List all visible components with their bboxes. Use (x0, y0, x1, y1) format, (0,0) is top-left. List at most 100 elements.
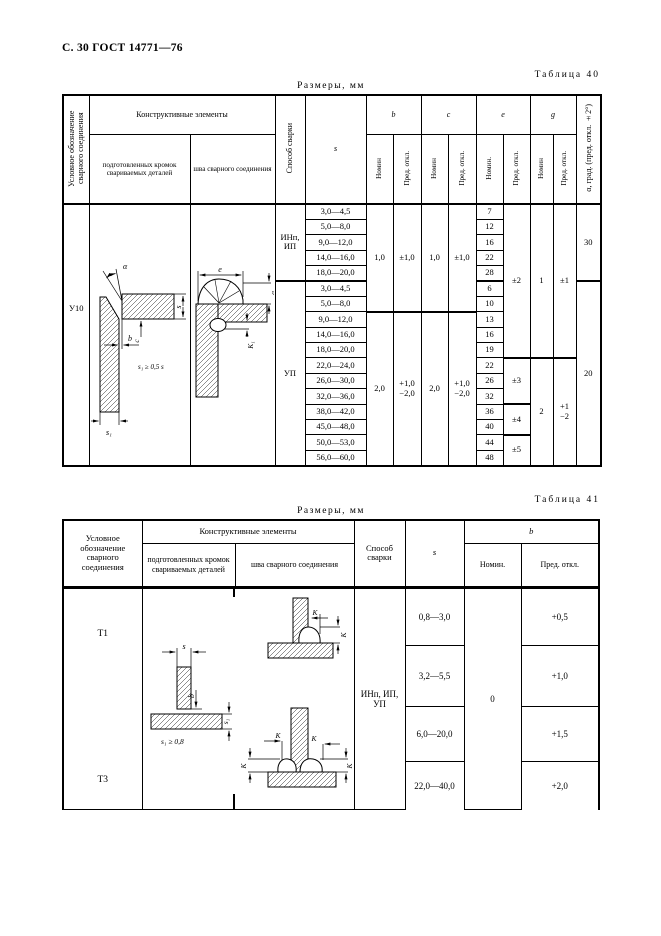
c-dim-label: c (132, 339, 141, 343)
b-nominal-cell: 1,0 (365, 203, 394, 313)
t41-weld-drawing: К К К К К К (233, 585, 355, 811)
t41-header-weld-method: Способ сварки (353, 519, 406, 588)
e-nominal-cell: 40 (475, 418, 504, 436)
c-nominal-cell: 1,0 (420, 203, 449, 313)
s-range-cell: 6,0—20,0 (404, 705, 465, 762)
joint-label-u10: У10 (62, 203, 90, 467)
t40-header-b: b (365, 94, 422, 135)
s-range-cell: 9,0—12,0 (304, 311, 367, 328)
t40-header-b-deviation: Пред. откл. (392, 134, 422, 205)
g-dim-label: g (269, 291, 275, 295)
e-nominal-cell: 19 (475, 342, 504, 359)
c-deviation-cell: ±1,0 (447, 203, 477, 313)
k-dim-label: К (345, 762, 352, 769)
k-dim-label: К (339, 631, 348, 638)
corner-joint-prep-diagram: α s c b s₁ s₁ ≥ 0,5 s (91, 262, 186, 437)
t40-weld-drawing: e g К₁ (189, 203, 276, 467)
s-range-cell: 50,0—53,0 (304, 434, 367, 451)
t40-header-weld-seam: шва сварного соединения (189, 134, 276, 205)
b-deviation-cell: +1,5 (520, 705, 600, 762)
weld-method-cell: ИНп, ИП (274, 203, 306, 282)
e-deviation-cell: ±2 (502, 203, 531, 359)
s-range-cell: 3,2—5,5 (404, 644, 465, 707)
joint-label-t3: Т3 (97, 774, 109, 785)
s-range-cell: 3,0—4,5 (304, 202, 367, 220)
g-deviation-cell: +1 −2 (552, 356, 577, 467)
s-range-cell: 26,0—30,0 (304, 372, 367, 390)
s1-dim-label: s₁ (106, 428, 112, 437)
t40-header-alpha: α, град. (пред. откл. ±2°) (575, 94, 602, 205)
t40-header-c: c (420, 94, 477, 135)
e-nominal-cell: 32 (475, 388, 504, 405)
k-dim-label: К (312, 608, 319, 617)
s-range-cell: 18,0—20,0 (304, 265, 367, 282)
page-header: С. 30 ГОСТ 14771—76 (62, 42, 183, 54)
s-dim-label: s (174, 306, 183, 309)
s-range-cell: 3,0—4,5 (304, 279, 367, 297)
t40-header-e-deviation: Пред. откл. (502, 134, 531, 205)
t41-designation-cell: Т1 Т3 (62, 585, 143, 811)
t41-header-designation: Условное обозначение сварного соединения (62, 519, 143, 588)
k-dim-label: К (311, 734, 318, 743)
t40-header-weld-method: Способ сварки (274, 94, 306, 205)
g-deviation-cell: ±1 (552, 203, 577, 359)
t41-header-b-deviation: Пред. откл. (520, 542, 600, 588)
b-dim-label: b (187, 694, 196, 698)
s-range-cell: 18,0—20,0 (304, 342, 367, 359)
b-nominal-cell: 2,0 (365, 310, 394, 467)
g-nominal-cell: 1 (529, 203, 554, 359)
t40-header-prepared-edges: подготовленных кромок свариваемых детале… (88, 134, 191, 205)
table41: Условное обозначение сварного соединения… (62, 518, 600, 811)
e-nominal-cell: 6 (475, 279, 504, 297)
joint-label-t1: Т1 (97, 628, 109, 639)
t41-header-s: s (404, 519, 465, 588)
t40-header-b-nominal: Номин (365, 134, 394, 205)
t41-header-b-nominal: Номин. (463, 542, 522, 588)
alpha-dim-label: α (123, 262, 128, 271)
k-dim-label: К (239, 762, 248, 769)
b-deviation-cell: +2,0 (520, 760, 600, 810)
s1-dim-label: s₁ (221, 718, 230, 724)
e-nominal-cell: 44 (475, 434, 504, 451)
g-nominal-cell: 2 (529, 356, 554, 467)
e-deviation-cell: ±3 (502, 356, 531, 405)
b-nominal-cell: 0 (463, 585, 522, 811)
t40-header-e-nominal: Номин. (475, 134, 504, 205)
b-deviation-cell: ±1,0 (392, 203, 422, 313)
b-deviation-cell: +1,0 (520, 644, 600, 707)
s-range-cell: 9,0—12,0 (304, 234, 367, 251)
t40-prep-drawing: α s c b s₁ s₁ ≥ 0,5 s (88, 203, 191, 467)
s-range-cell: 32,0—36,0 (304, 388, 367, 405)
tee-joint-weld-diagram: К К К К К К (239, 597, 352, 788)
e-nominal-cell: 16 (475, 234, 504, 251)
table40-units-label: Размеры, мм (297, 81, 365, 91)
s-range-cell: 5,0—8,0 (304, 218, 367, 236)
s-range-cell: 14,0—16,0 (304, 249, 367, 267)
e-nominal-cell: 13 (475, 311, 504, 328)
alpha-value-cell: 20 (575, 279, 602, 467)
t40-header-g: g (529, 94, 577, 135)
s-range-cell: 22,0—24,0 (304, 357, 367, 374)
s-dim-label: s (182, 642, 185, 651)
e-nominal-cell: 12 (475, 218, 504, 236)
e-deviation-cell: ±4 (502, 403, 531, 436)
c-nominal-cell: 2,0 (420, 310, 449, 467)
table40-caption: Таблица 40 (534, 70, 600, 80)
t40-header-designation: Условное обозначение сварного соединения (62, 94, 90, 205)
s-range-cell: 22,0—40,0 (404, 760, 465, 810)
e-dim-label: e (218, 265, 222, 274)
s1-note: s₁ ≥ 0,8 (161, 737, 184, 746)
k-dim-label: К (275, 731, 282, 740)
e-nominal-cell: 28 (475, 265, 504, 282)
t40-header-c-deviation: Пред. откл. (447, 134, 477, 205)
t40-header-constructive: Конструктивные элементы (88, 94, 276, 135)
t41-header-constructive: Конструктивные элементы (141, 519, 355, 544)
e-nominal-cell: 22 (475, 249, 504, 267)
k1-dim-label: К₁ (246, 341, 255, 350)
s-range-cell: 56,0—60,0 (304, 449, 367, 467)
b-deviation-cell: +0,5 (520, 585, 600, 646)
column-divider-stub (233, 588, 235, 597)
t41-header-b: b (463, 519, 600, 544)
e-nominal-cell: 22 (475, 357, 504, 374)
